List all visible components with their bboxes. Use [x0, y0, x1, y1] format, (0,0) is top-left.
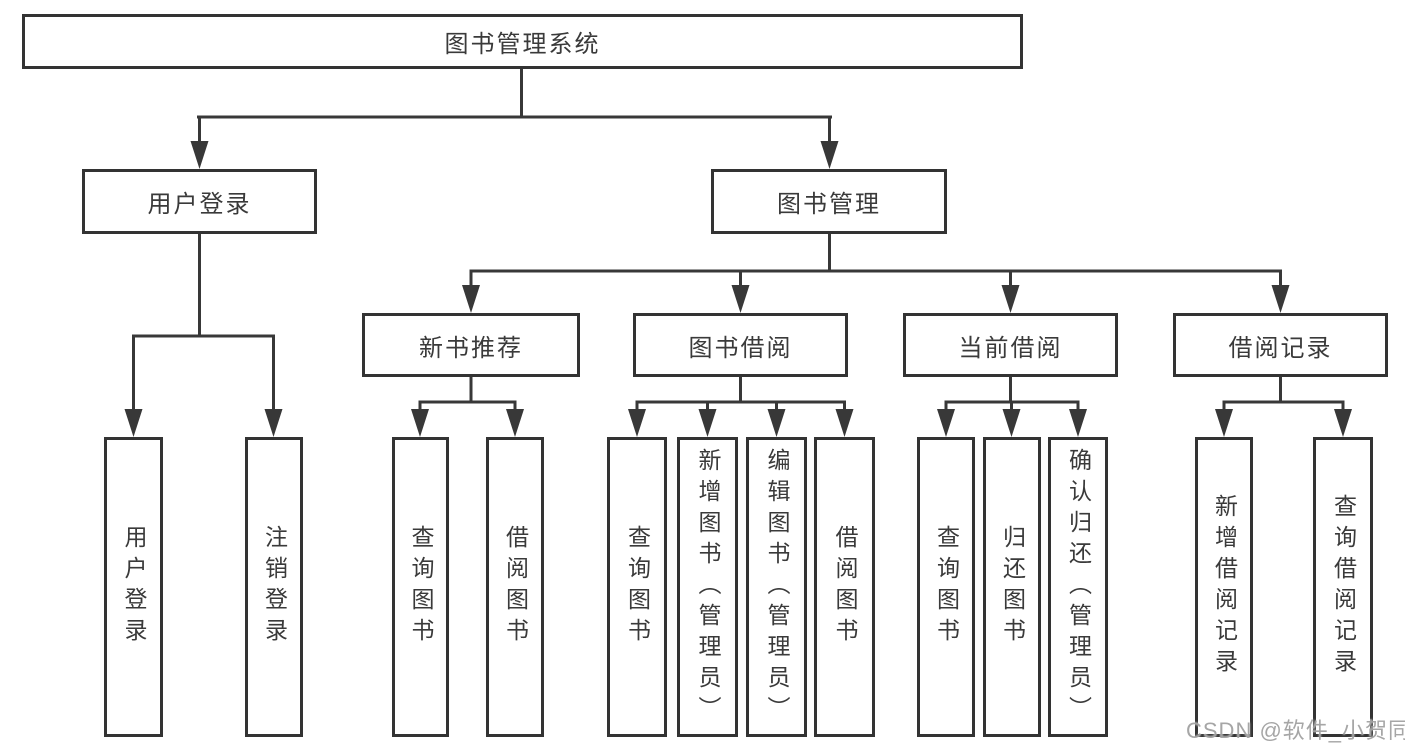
leaf-borrow-add-books-admin-label: 新增图书（管理员）: [695, 447, 721, 727]
leaf-recommend-query-books-label: 查询图书: [408, 525, 434, 649]
node-root: 图书管理系统: [22, 14, 1023, 69]
node-book-borrow-label: 图书借阅: [688, 334, 793, 362]
leaf-records-add-record-label: 新增借阅记录: [1211, 494, 1238, 680]
leaf-borrow-edit-books-admin: 编辑图书（管理员）: [746, 437, 807, 737]
node-new-book-recommend: 新书推荐: [362, 313, 580, 377]
leaf-logout: 注销登录: [245, 437, 303, 737]
node-book-management: 图书管理: [711, 169, 947, 234]
leaf-borrow-borrow-books: 借阅图书: [814, 437, 875, 737]
leaf-recommend-query-books: 查询图书: [392, 437, 449, 737]
leaf-current-query-books: 查询图书: [917, 437, 975, 737]
node-current-borrow: 当前借阅: [903, 313, 1118, 377]
node-book-management-label: 图书管理: [777, 191, 881, 218]
leaf-user-login: 用户登录: [104, 437, 163, 737]
node-new-book-recommend-label: 新书推荐: [419, 334, 523, 362]
leaf-borrow-add-books-admin: 新增图书（管理员）: [677, 437, 738, 737]
leaf-user-login-label: 用户登录: [121, 525, 147, 649]
node-book-borrow: 图书借阅: [633, 313, 848, 377]
leaf-borrow-query-books: 查询图书: [607, 437, 667, 737]
watermark: CSDN @软件_小贺同学: [1186, 718, 1405, 743]
leaf-current-confirm-return-admin-label: 确认归还（管理员）: [1065, 447, 1092, 727]
leaf-borrow-query-books-label: 查询图书: [624, 525, 651, 649]
leaf-borrow-borrow-books-label: 借阅图书: [832, 525, 858, 649]
leaf-records-add-record: 新增借阅记录: [1195, 437, 1253, 737]
leaf-logout-label: 注销登录: [261, 525, 288, 649]
leaf-current-query-books-label: 查询图书: [933, 525, 960, 649]
node-user-login: 用户登录: [82, 169, 317, 234]
node-borrow-records: 借阅记录: [1173, 313, 1388, 377]
node-root-label: 图书管理系统: [444, 31, 601, 58]
leaf-records-query-record-label: 查询借阅记录: [1330, 494, 1357, 680]
node-user-login-label: 用户登录: [147, 191, 252, 218]
node-borrow-records-label: 借阅记录: [1228, 334, 1333, 362]
leaf-current-return-books: 归还图书: [983, 437, 1041, 737]
leaf-records-query-record: 查询借阅记录: [1313, 437, 1373, 737]
leaf-recommend-borrow-books: 借阅图书: [486, 437, 544, 737]
leaf-current-confirm-return-admin: 确认归还（管理员）: [1048, 437, 1108, 737]
leaf-borrow-edit-books-admin-label: 编辑图书（管理员）: [764, 447, 790, 727]
leaf-current-return-books-label: 归还图书: [999, 525, 1026, 649]
node-current-borrow-label: 当前借阅: [958, 334, 1063, 362]
leaf-recommend-borrow-books-label: 借阅图书: [502, 525, 529, 649]
